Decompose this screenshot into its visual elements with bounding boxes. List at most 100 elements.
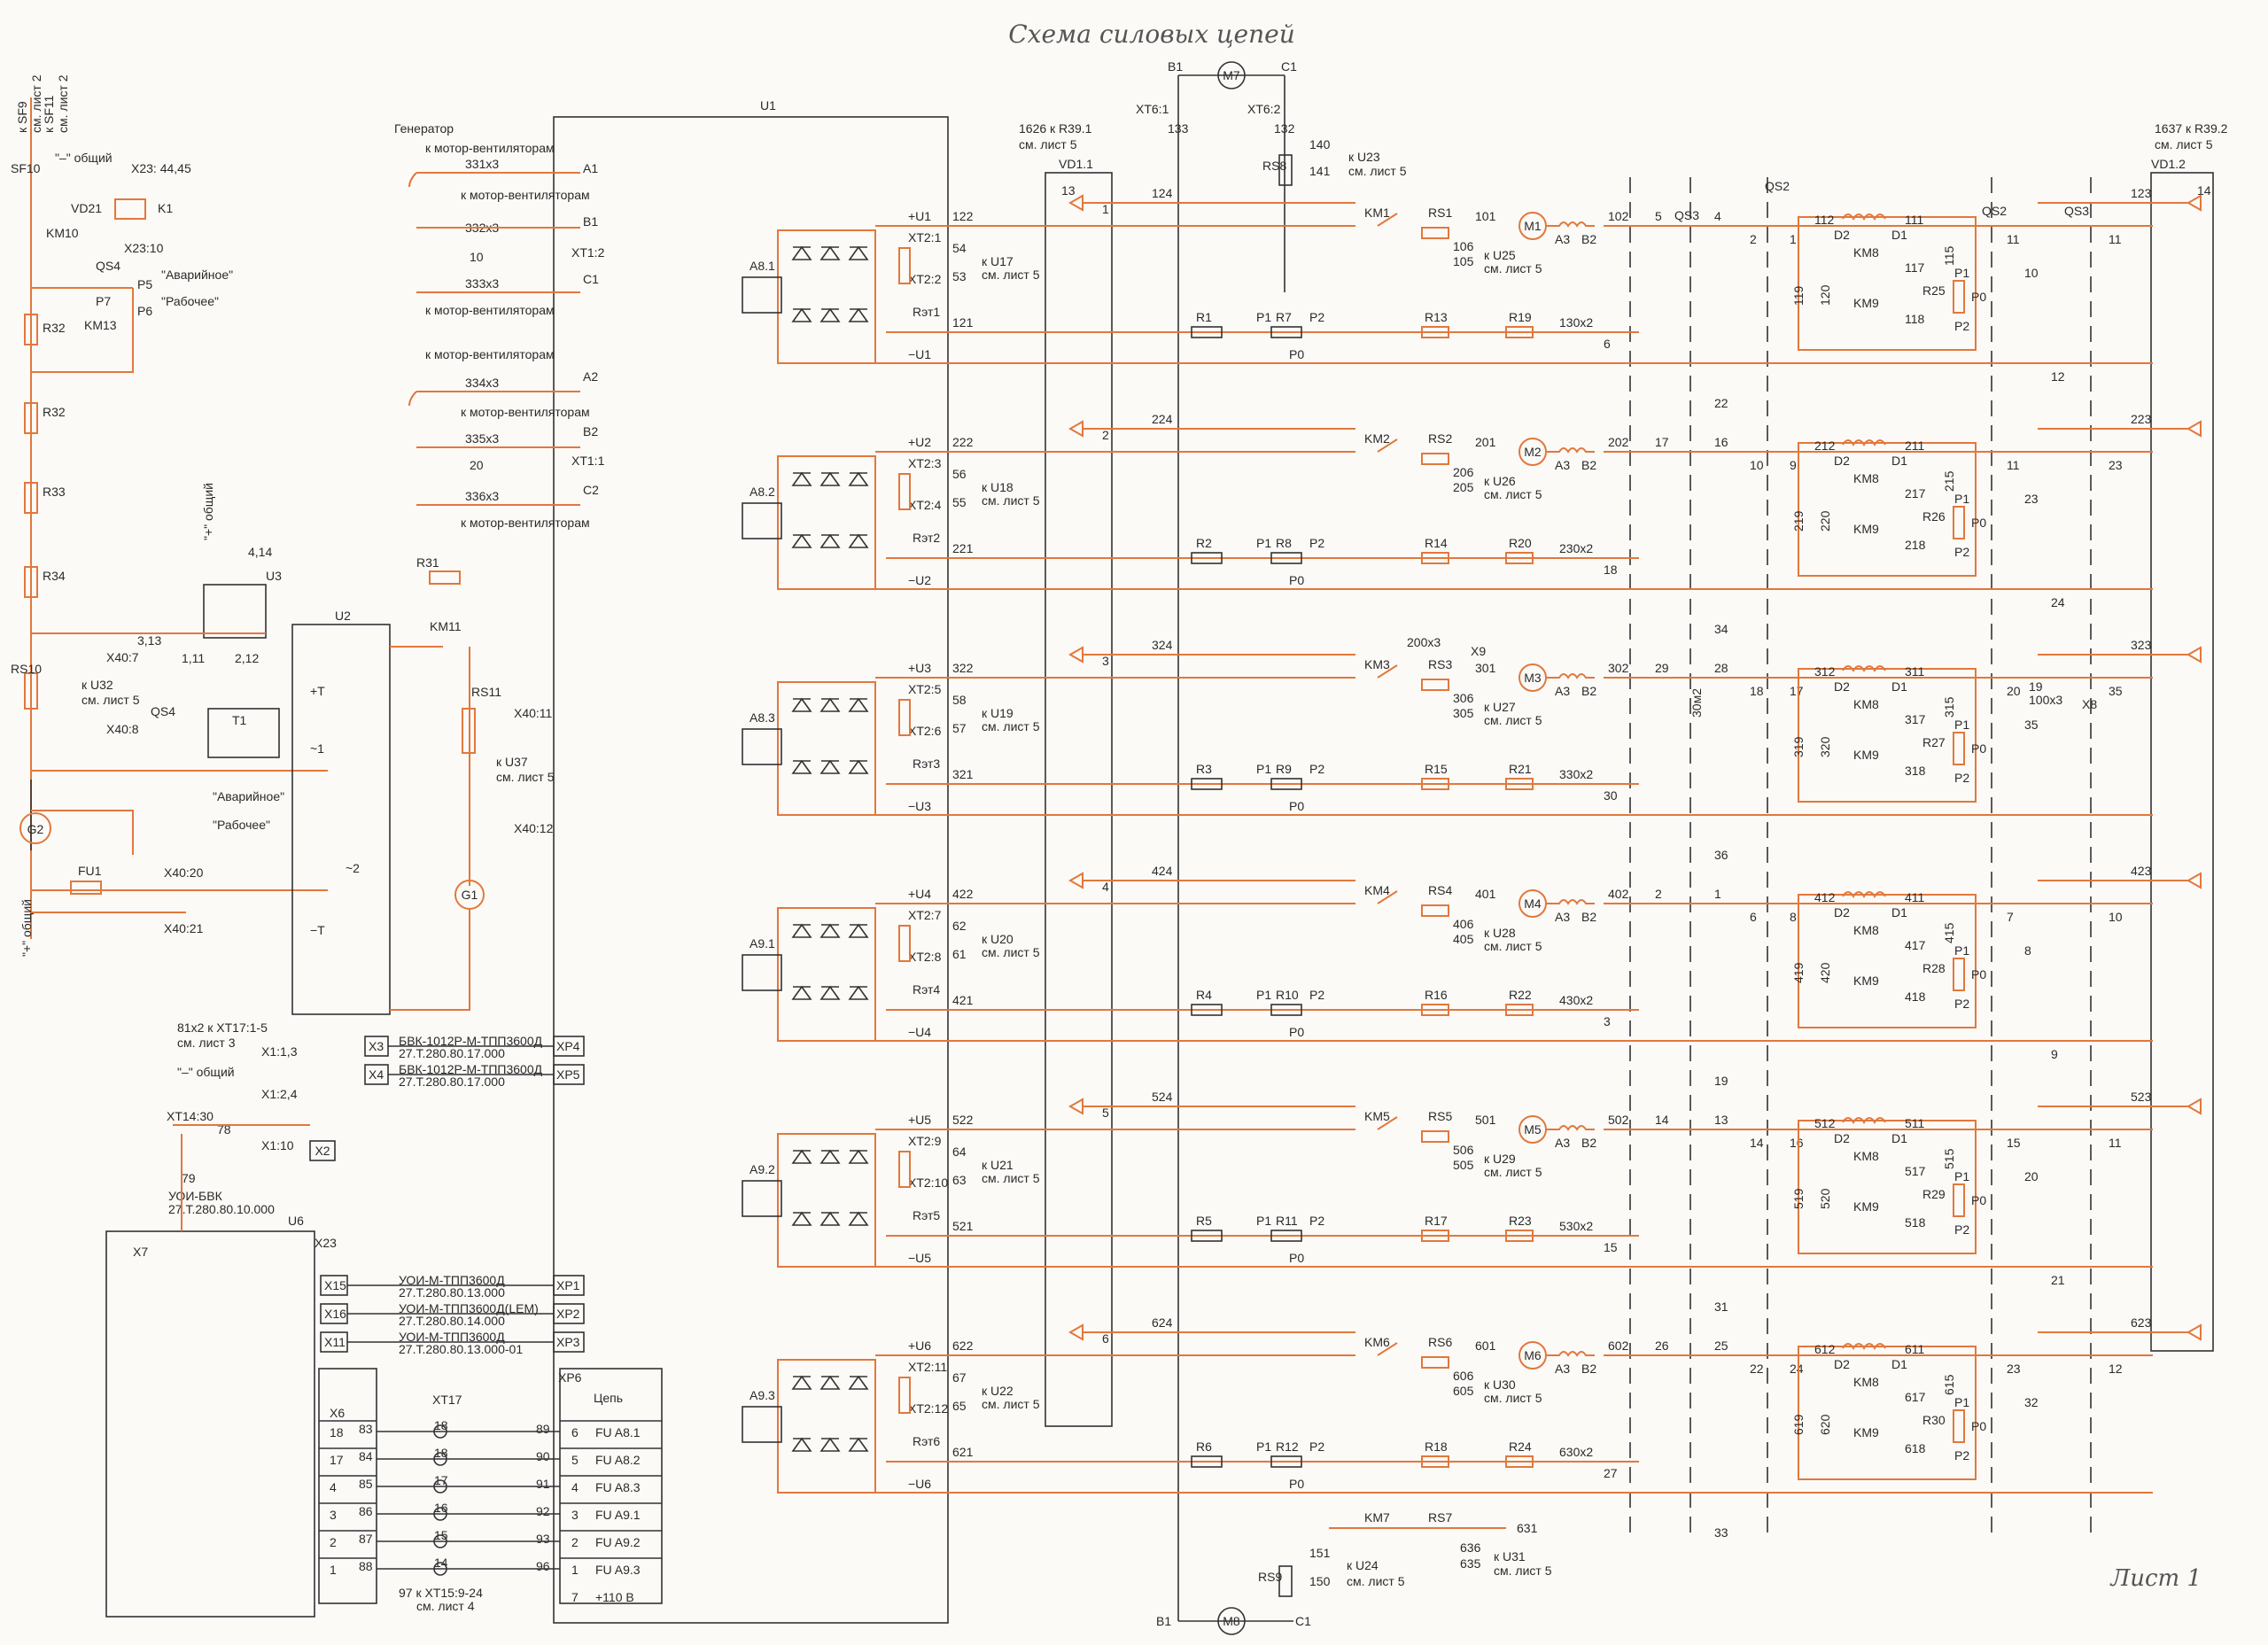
- right-qs3w: 10: [2109, 910, 2123, 924]
- u3-label: U3: [266, 569, 282, 583]
- field-p2: P2: [1954, 319, 1969, 333]
- fuse-terminal: [433, 1534, 447, 1548]
- field-w2: 211: [1905, 438, 1925, 453]
- r13-label: R16: [1425, 988, 1448, 1002]
- field-block: [1798, 1120, 1977, 1254]
- rs-ref: к U28: [1484, 926, 1516, 940]
- gen-w336: 336x3: [465, 489, 499, 503]
- common-plus-label: "+" общий: [201, 483, 215, 540]
- motor-m8-group: M8 B1 C1 RS9 151 150 к U24 см. лист 5: [1156, 1546, 1405, 1635]
- field-w2: 511: [1905, 1116, 1925, 1130]
- meter-w1: 58: [952, 693, 967, 707]
- m7-xt-right: XT6:2: [1247, 102, 1281, 116]
- vd11-pin: 3: [1102, 654, 1109, 668]
- motor-w1: 401: [1475, 887, 1496, 901]
- right-qs3w: 11: [2109, 232, 2122, 246]
- uoi-conn-label: УОИ-М-ТПП3600Д: [399, 1273, 505, 1287]
- r13-body: [1421, 326, 1449, 338]
- km9-label: KM9: [1853, 296, 1879, 310]
- converter-label: A9.3: [750, 1388, 775, 1402]
- motor-label: M5: [1524, 1122, 1542, 1137]
- motor-w1: 501: [1475, 1113, 1496, 1127]
- field-w5: 419: [1791, 962, 1806, 983]
- xt-first: XT2:11: [908, 1360, 947, 1374]
- rs-body: [1421, 1130, 1449, 1143]
- r13-label: R18: [1425, 1439, 1448, 1454]
- rr-label: R12: [1276, 1439, 1299, 1454]
- rs-body: [1421, 679, 1449, 691]
- gen-fan-2: к мотор-вентиляторам: [461, 188, 590, 202]
- fuse-right-num: 3: [571, 1508, 579, 1522]
- x40-11: X40:11: [514, 706, 553, 720]
- fuse-terminal: [433, 1507, 447, 1521]
- d1-label: D1: [1891, 679, 1907, 694]
- field-w6: 520: [1818, 1188, 1832, 1209]
- gen-b2: B2: [583, 424, 598, 438]
- rs9-ref: к U24: [1347, 1558, 1379, 1572]
- fuse-left-num: 2: [330, 1535, 337, 1549]
- fuse-right-num: 4: [571, 1480, 579, 1494]
- thyristor: [791, 697, 812, 712]
- vd11-label: VD1.1: [1059, 157, 1093, 171]
- r-label: R2: [1196, 536, 1212, 550]
- right-qs3w: 23: [2109, 458, 2123, 472]
- switch-n: 14: [1655, 1113, 1669, 1127]
- vd12-ref: 1637 к R39.2: [2155, 121, 2228, 136]
- xt-second: XT2:8: [908, 950, 942, 964]
- field-w4: 318: [1905, 764, 1926, 778]
- n-3-13: 3,13: [137, 633, 161, 648]
- field-w7: 115: [1942, 245, 1956, 266]
- field-w3: 217: [1905, 486, 1926, 500]
- right-w22: 36: [1714, 848, 1728, 862]
- km-contact: [1377, 664, 1398, 679]
- fuse-w1: 88: [359, 1559, 373, 1573]
- conn-code: 27.Т.280.80.17.000: [399, 1075, 505, 1089]
- r13-label: R15: [1425, 762, 1448, 776]
- switch-a: 22: [1750, 1362, 1764, 1376]
- resistor-label: Rэт6: [913, 1434, 940, 1448]
- right-w22: 33: [1714, 1525, 1728, 1540]
- wx2-label: 130x2: [1559, 315, 1593, 330]
- field-w7: 515: [1942, 1148, 1956, 1169]
- switch-a: 10: [1750, 458, 1764, 472]
- k1-label: K1: [158, 201, 173, 215]
- switch-b: 8: [1790, 910, 1797, 924]
- p1-label: P1: [1256, 536, 1271, 550]
- field-w2: 411: [1905, 890, 1925, 904]
- gen-w333: 333x3: [465, 276, 499, 291]
- rr-label: R11: [1276, 1214, 1298, 1228]
- fuse-right-num: 5: [571, 1453, 579, 1467]
- r19-label: R22: [1509, 988, 1532, 1002]
- field-p2: P2: [1954, 771, 1969, 785]
- field-resistor: [1953, 1183, 1965, 1217]
- conn-code: 27.Т.280.80.17.000: [399, 1046, 505, 1060]
- shunt: [898, 247, 911, 284]
- rs8-w140: 140: [1309, 137, 1331, 151]
- rs-w2: 405: [1453, 932, 1474, 946]
- vd11-diode: [1068, 872, 1084, 889]
- thyristor: [819, 533, 841, 548]
- gen-fan-6: к мотор-вентиляторам: [461, 516, 590, 530]
- p2-label: P2: [1309, 310, 1324, 324]
- thyristor: [848, 697, 869, 712]
- right-w22: 31: [1714, 1300, 1728, 1314]
- gen-w334: 334x3: [465, 376, 499, 390]
- thyristor: [848, 1375, 869, 1390]
- motor-w2: 402: [1608, 887, 1629, 901]
- field-w2: 611: [1905, 1342, 1925, 1356]
- g2-label: G2: [27, 822, 44, 836]
- thyristor: [791, 1211, 812, 1226]
- rs-w2: 505: [1453, 1158, 1474, 1172]
- r19-body: [1505, 1004, 1534, 1016]
- motor-field: [1546, 1351, 1595, 1357]
- field-p1: P1: [1954, 1169, 1969, 1183]
- rs-body: [1421, 904, 1449, 917]
- rs-w2: 205: [1453, 480, 1474, 494]
- rs-label: RS1: [1428, 206, 1452, 220]
- thyristor: [819, 245, 841, 260]
- generator-title: Генератор: [394, 121, 454, 136]
- rs-ref-sheet: см. лист 5: [1484, 1165, 1542, 1179]
- km7-w636: 636: [1460, 1540, 1481, 1555]
- km8-label: KM8: [1853, 471, 1879, 485]
